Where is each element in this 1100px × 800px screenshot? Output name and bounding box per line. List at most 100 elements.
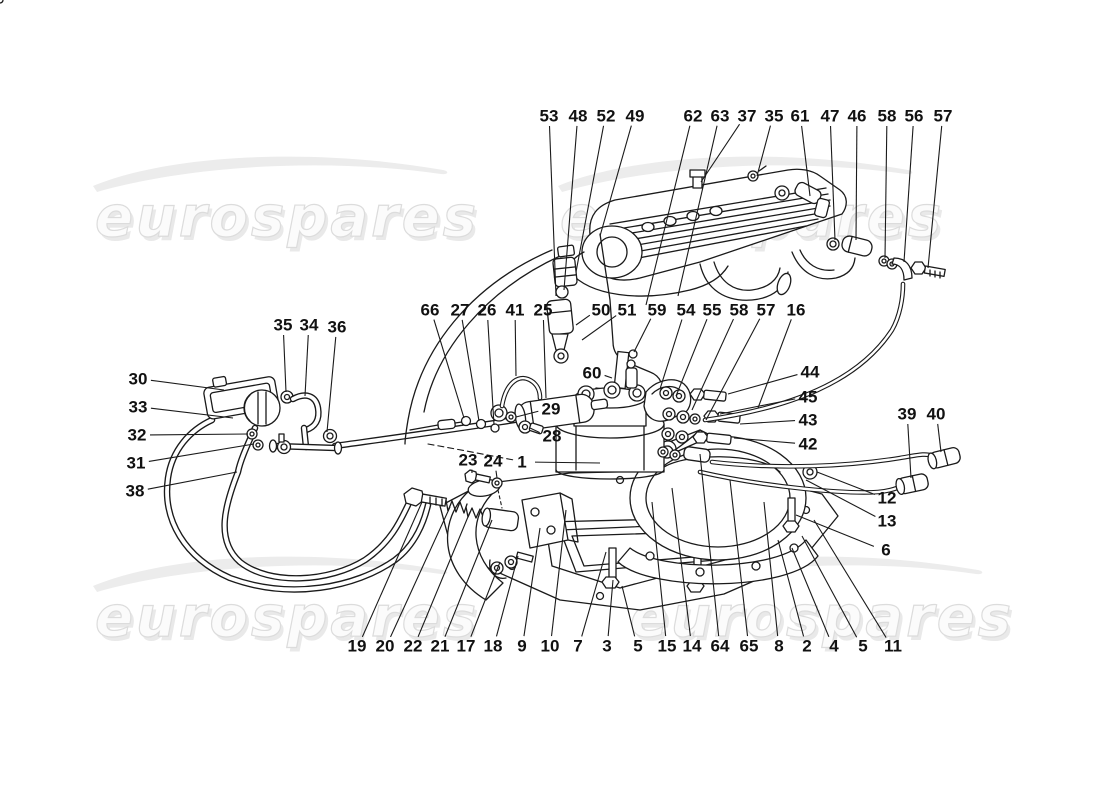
part-number: 38 (126, 482, 145, 501)
part-number: 60 (583, 364, 602, 383)
part-label-8: 8 (763, 501, 784, 656)
part-number: 33 (129, 398, 148, 417)
part-number: 21 (431, 637, 450, 656)
part-number: 59 (648, 301, 667, 320)
leader-line (304, 334, 309, 397)
leader-line (829, 125, 836, 241)
part-number: 34 (300, 316, 319, 335)
part-number: 7 (573, 637, 582, 656)
part-label-56: 56 (903, 107, 924, 263)
part-label-41: 41 (506, 301, 525, 377)
part-label-23: 23 (459, 451, 478, 474)
watermark-swoosh (558, 156, 913, 192)
part-number: 56 (905, 107, 924, 126)
part-number: 16 (787, 301, 806, 320)
leader-line (791, 547, 830, 638)
part-label-61: 61 (791, 107, 811, 197)
part-number: 64 (711, 637, 730, 656)
part-label-32: 32 (128, 426, 249, 445)
part-number: 30 (129, 370, 148, 389)
leader-line (927, 125, 943, 269)
leader-line (326, 336, 337, 433)
part-number: 54 (677, 301, 696, 320)
part-number: 23 (459, 451, 478, 470)
leader-line (884, 125, 888, 259)
leader-line (813, 519, 887, 638)
part-label-13: 13 (805, 479, 896, 531)
part-number: 49 (626, 107, 645, 126)
part-label-38: 38 (126, 471, 238, 501)
part-number: 44 (801, 363, 820, 382)
leader-line (633, 318, 652, 353)
part-number: 51 (618, 301, 637, 320)
leader-line (150, 379, 225, 391)
part-label-31: 31 (127, 443, 255, 473)
part-label-44: 44 (727, 363, 820, 395)
part-label-58: 58 (878, 107, 897, 259)
clamp-18 (504, 555, 518, 569)
washer-24 (491, 477, 503, 489)
part-number: 28 (543, 427, 562, 446)
part-number: 1 (517, 453, 526, 472)
leader-line (563, 125, 578, 291)
part-label-57: 57 (927, 107, 953, 269)
leader-line (691, 318, 734, 411)
leader-line (756, 125, 771, 177)
leader-line (149, 433, 249, 436)
part-number: 12 (878, 489, 897, 508)
part-label-17: 17 (457, 561, 501, 656)
part-label-22: 22 (404, 511, 471, 656)
leader-line (675, 319, 708, 397)
part-label-5: 5 (621, 585, 643, 656)
part-label-55: 55 (675, 301, 721, 397)
leader-line (805, 479, 876, 517)
cable-ferrule (437, 418, 456, 431)
leader-line (575, 125, 605, 273)
part-number: 9 (517, 637, 526, 656)
part-label-66: 66 (421, 301, 465, 419)
leader-line (283, 334, 287, 393)
leader-line (671, 487, 691, 637)
part-number: 35 (274, 316, 293, 335)
leader-line (855, 125, 858, 241)
part-label-39: 39 (898, 405, 916, 479)
part-number: 5 (858, 637, 867, 656)
watermark-text: eurospares (95, 585, 479, 650)
part-label-40: 40 (927, 405, 945, 453)
part-label-10: 10 (541, 509, 567, 656)
part-number: 18 (484, 637, 503, 656)
part-number: 45 (799, 388, 818, 407)
part-number: 3 (602, 637, 611, 656)
leader-line (487, 319, 495, 426)
banjo-bolt-57 (910, 261, 927, 275)
part-number: 37 (738, 107, 757, 126)
part-number: 57 (934, 107, 953, 126)
part-number: 6 (881, 541, 890, 560)
watermark-text: eurospares (95, 185, 479, 250)
part-label-2: 2 (777, 539, 812, 656)
part-label-6: 6 (795, 514, 891, 560)
manifold-runner (446, 489, 504, 601)
leader-line (700, 123, 741, 183)
leader-line (470, 561, 501, 637)
part-label-1: 1 (517, 453, 601, 472)
part-label-43: 43 (739, 411, 817, 430)
part-number: 52 (597, 107, 616, 126)
part-number: 58 (878, 107, 897, 126)
part-number: 25 (534, 301, 553, 320)
leader-line (444, 519, 493, 637)
part-number: 41 (506, 301, 525, 320)
watermark-text-shadow: eurospares (98, 189, 482, 254)
part-number: 29 (542, 400, 561, 419)
leader-line (739, 420, 796, 425)
leader-line (514, 319, 517, 377)
leader-line (523, 527, 541, 637)
leader-line (816, 471, 876, 496)
leader-line (361, 501, 423, 638)
part-number: 31 (127, 454, 146, 473)
part-label-28: 28 (529, 427, 562, 446)
throttle-sensor-parts (826, 235, 946, 281)
part-number: 5 (633, 637, 642, 656)
